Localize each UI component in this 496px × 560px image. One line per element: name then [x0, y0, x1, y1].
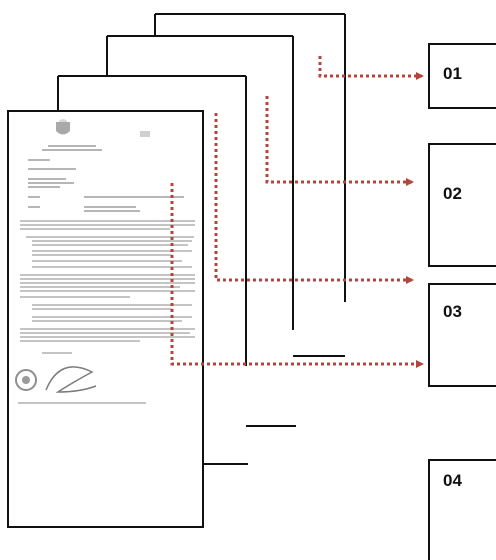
- arrow-to-01: [318, 56, 424, 80]
- label-box-03: 03: [428, 283, 496, 387]
- page-frame-4: [154, 13, 346, 357]
- document-thumbnail: [15, 119, 195, 404]
- round-seal-stamp-icon: [15, 369, 37, 391]
- label-box-01: 01: [428, 43, 496, 109]
- arrow-to-02: [265, 96, 414, 186]
- arrow-to-04: [170, 183, 424, 368]
- coat-of-arms-icon: [56, 119, 70, 135]
- page-frame-3: [106, 35, 296, 427]
- label-01-text: 01: [443, 64, 462, 83]
- label-04-text: 04: [443, 471, 462, 490]
- label-03-text: 03: [443, 302, 462, 321]
- arrows: [170, 56, 424, 368]
- label-box-02: 02: [428, 143, 496, 267]
- label-box-04: 04: [428, 459, 496, 560]
- label-02-text: 02: [443, 184, 462, 203]
- front-document-page: [7, 110, 204, 528]
- arrow-to-03: [214, 113, 414, 284]
